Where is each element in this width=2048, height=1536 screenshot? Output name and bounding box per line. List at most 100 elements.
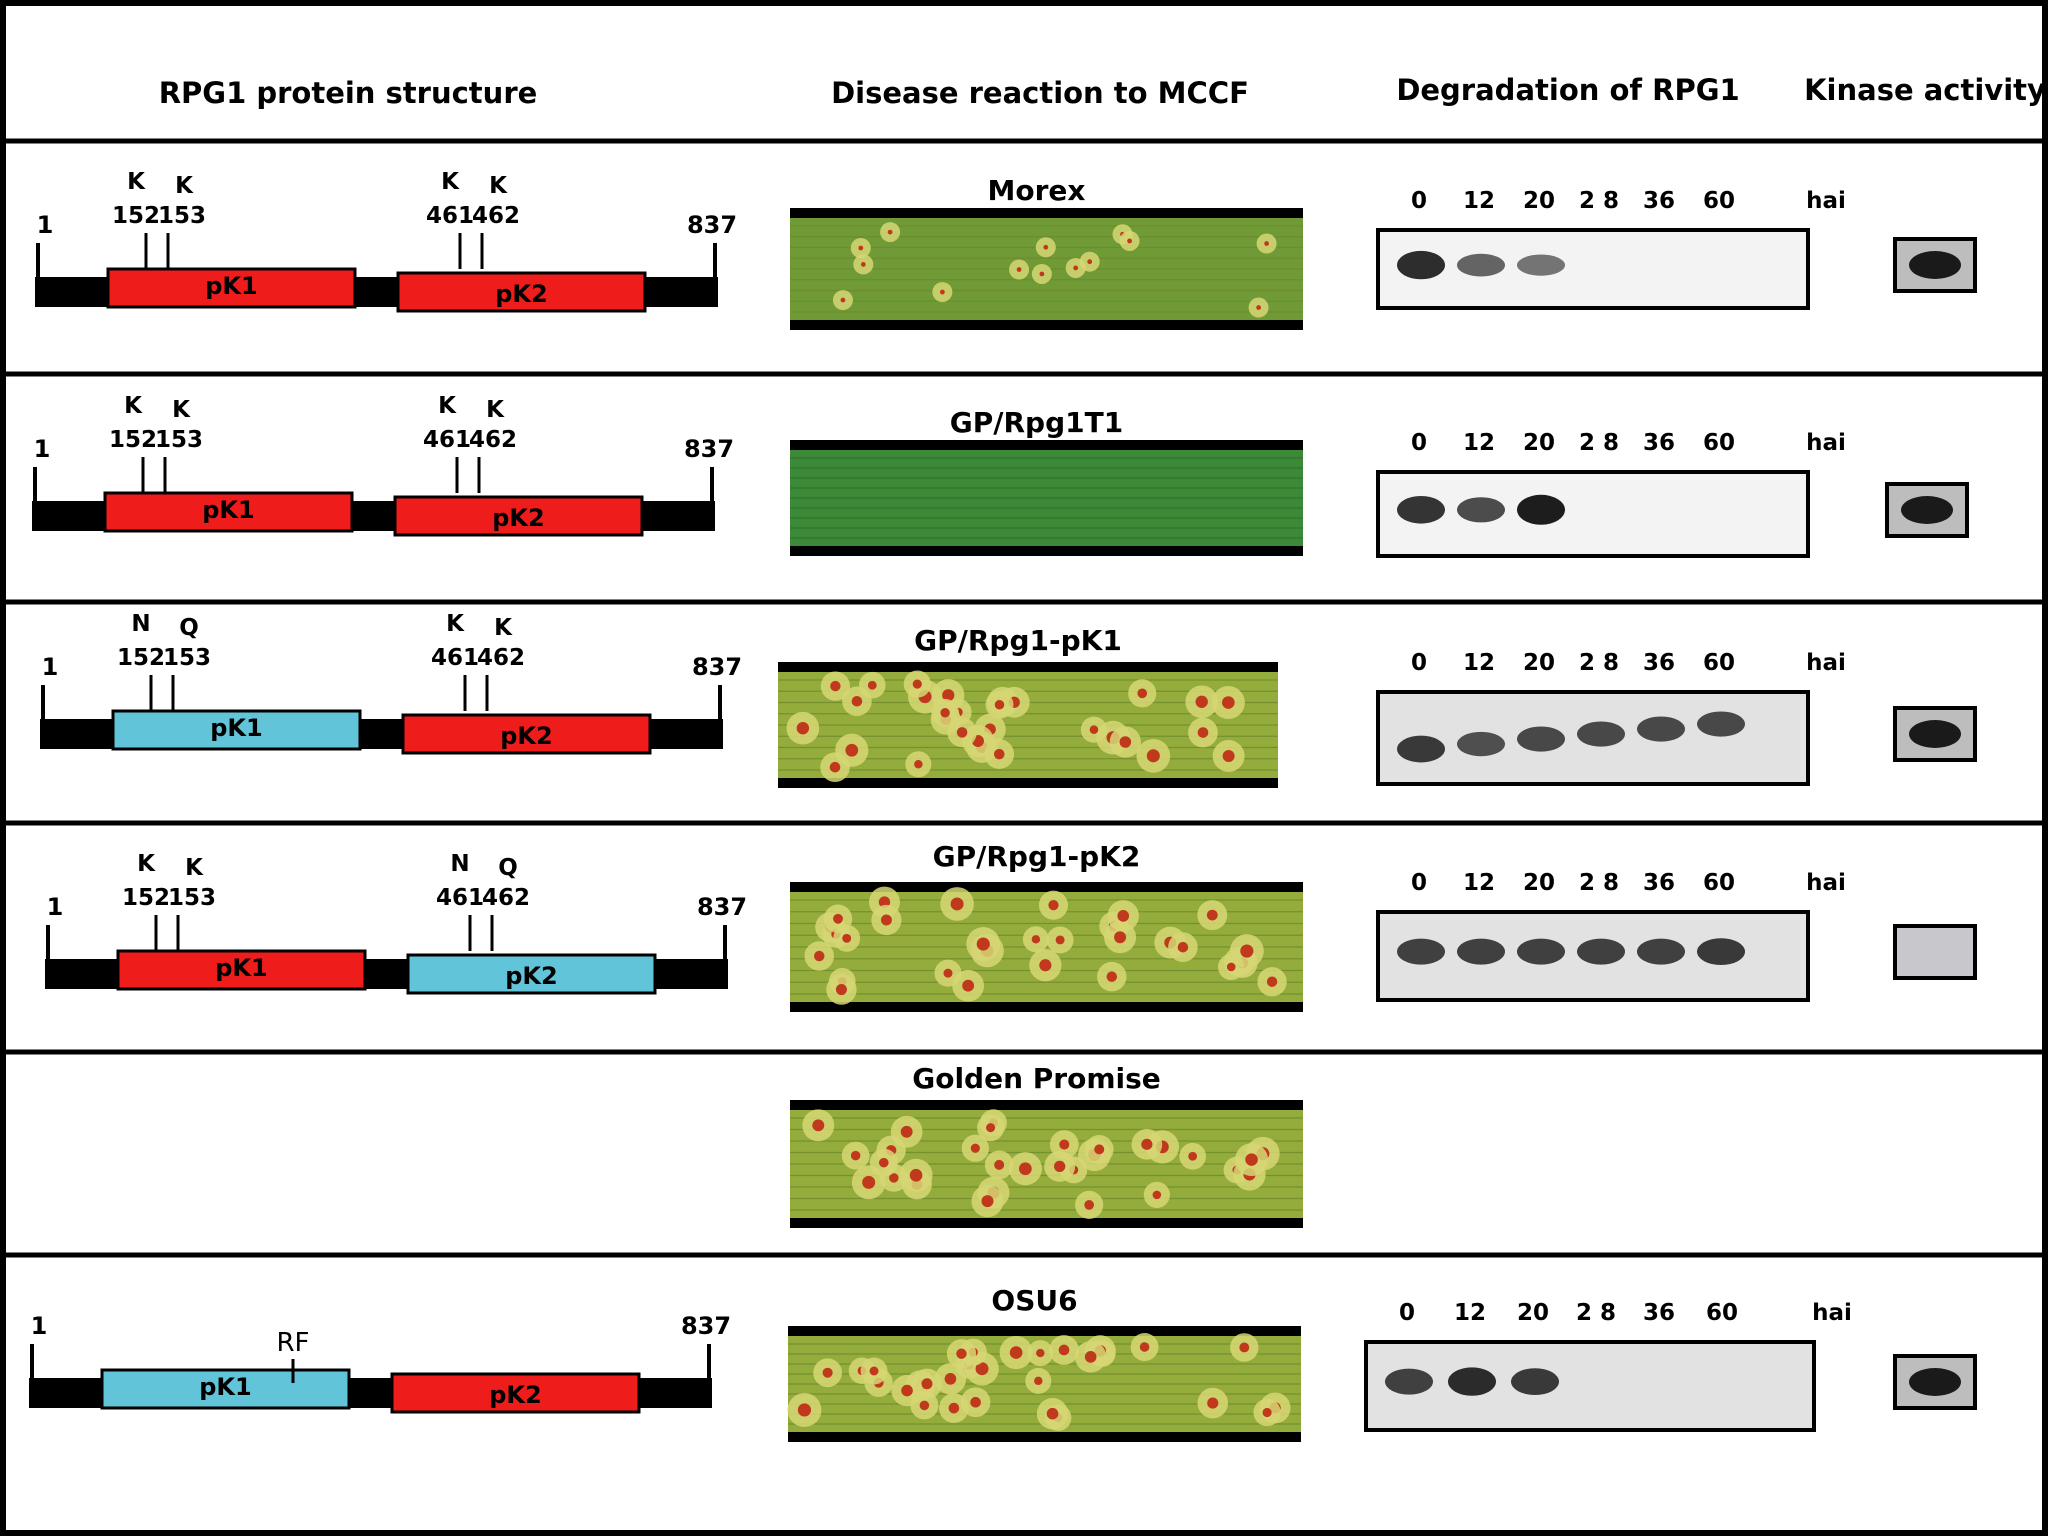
lesion: [1039, 271, 1045, 277]
lesion: [1256, 305, 1261, 310]
lesion: [1222, 750, 1235, 762]
pk2-site-position: 462: [469, 427, 517, 453]
timepoint-label: 2 8: [1579, 188, 1619, 214]
lesion: [948, 1402, 960, 1414]
pk2-label: pK2: [505, 962, 557, 990]
lesion: [914, 760, 923, 769]
lesion: [878, 1157, 889, 1168]
timepoint-label: 20: [1523, 430, 1555, 456]
lesion: [939, 289, 945, 295]
timepoint-label: 60: [1703, 870, 1735, 896]
residue-start: 1: [42, 653, 59, 681]
lesion: [919, 1400, 930, 1411]
leaf-line-name: Morex: [988, 174, 1086, 207]
lesion: [1073, 265, 1079, 271]
header-structure: RPG1 protein structure: [159, 76, 538, 110]
lesion: [994, 699, 1005, 710]
pk1-label: pK1: [202, 496, 254, 524]
pk2-label: pK2: [495, 280, 547, 308]
lesion: [956, 727, 968, 738]
pk1-label: pK1: [205, 272, 257, 300]
pk2-site-residue: K: [446, 611, 465, 637]
lesion: [1207, 1397, 1219, 1409]
pk2-domain: [401, 713, 652, 755]
lesion: [975, 1362, 989, 1376]
kinase-band: [1909, 1368, 1961, 1396]
pk1-site-residue: Q: [179, 615, 199, 641]
pk1-site-position: 153: [155, 427, 203, 453]
leaf-line-name: GP/Rpg1-pK1: [914, 624, 1122, 657]
pk2-label: pK2: [489, 1381, 541, 1409]
lesion: [1036, 1348, 1045, 1358]
header-disease: Disease reaction to MCCF: [831, 76, 1249, 110]
lesion: [869, 1366, 879, 1376]
blot-band: [1577, 938, 1625, 965]
blot-band: [1637, 716, 1685, 742]
pk2-label: pK2: [492, 504, 544, 532]
lesion: [1089, 725, 1099, 734]
lesion: [970, 1396, 981, 1408]
pk2-domain: [393, 495, 644, 537]
timepoint-label: 20: [1523, 188, 1555, 214]
lesion: [1141, 1138, 1153, 1150]
pk2-site-residue: K: [438, 393, 457, 419]
lesion: [1031, 935, 1041, 944]
lesion: [986, 1123, 996, 1133]
pk1-site-residue: N: [131, 611, 150, 637]
timepoint-label: 36: [1643, 870, 1675, 896]
lesion: [829, 761, 841, 773]
residue-start: 1: [31, 1312, 48, 1340]
residue-start: 1: [37, 211, 54, 239]
pk1-site-residue: K: [137, 851, 156, 877]
pk2-site-residue: K: [486, 397, 505, 423]
time-unit-label: hai: [1806, 430, 1846, 456]
lesion: [1195, 695, 1208, 708]
residue-start: 1: [47, 893, 64, 921]
lesion: [1009, 1346, 1023, 1359]
pk1-site-residue: K: [124, 393, 143, 419]
pk2-site-position: 461: [423, 427, 471, 453]
pk1-label: pK1: [210, 714, 262, 742]
timepoint-label: 36: [1643, 430, 1675, 456]
lesion: [1048, 900, 1059, 911]
pk1-site-position: 153: [158, 203, 206, 229]
lesion: [944, 1373, 957, 1385]
pk1-site-position: 152: [109, 427, 157, 453]
lesion: [901, 1384, 913, 1397]
kinase-box: [1885, 482, 1969, 538]
lesion: [1046, 1407, 1059, 1420]
leaf-line-name: GP/Rpg1-pK2: [933, 840, 1141, 873]
pk1-site-residue: K: [185, 855, 204, 881]
header-kinase: Kinase activity: [1804, 73, 2046, 107]
timepoint-label: 2 8: [1579, 650, 1619, 676]
lesion: [796, 721, 810, 735]
lesion: [813, 950, 825, 962]
blot-band: [1457, 938, 1505, 965]
kinase-box: [1893, 924, 1977, 980]
pk1-label: pK1: [199, 1373, 251, 1401]
residue-start: 1: [34, 435, 51, 463]
lesion: [1222, 696, 1235, 709]
time-unit-label: hai: [1806, 188, 1846, 214]
lesion: [1266, 976, 1278, 987]
leaf-line-name: Golden Promise: [912, 1062, 1161, 1095]
lesion: [962, 979, 975, 992]
lesion: [1043, 244, 1049, 250]
pk1-site-position: 152: [117, 645, 165, 671]
lesion: [833, 913, 843, 924]
timepoint-label: 0: [1411, 870, 1427, 896]
lesion: [1119, 736, 1132, 748]
lesion: [840, 297, 846, 303]
pk1-site-position: 152: [122, 885, 170, 911]
lesion: [887, 229, 893, 235]
residue-end: 837: [692, 653, 742, 681]
lesion: [1264, 241, 1270, 246]
lesion: [943, 968, 953, 978]
blot-band: [1637, 938, 1685, 965]
lesion: [850, 1150, 861, 1161]
lesion: [835, 984, 847, 996]
